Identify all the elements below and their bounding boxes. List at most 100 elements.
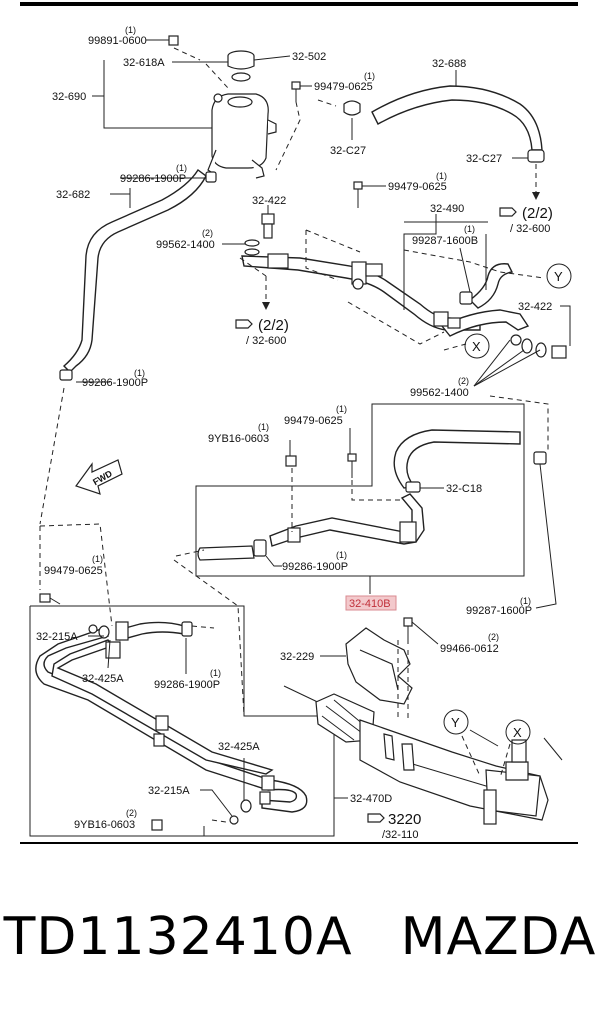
grommet-32-215A-b[interactable]: [229, 815, 239, 825]
clamp-99287-1600B[interactable]: [459, 291, 473, 305]
label-99562-1400-a: 99562-1400: [156, 239, 215, 251]
label-9YB16-0603-b: 9YB16-0603: [74, 819, 135, 831]
fitting-ends-right[interactable]: [433, 311, 461, 329]
qty-9YB16-a: (1): [258, 422, 269, 432]
label-32-688: 32-688: [432, 58, 466, 70]
pipe-32-470D-2[interactable]: [51, 639, 274, 775]
parts-diagram: (1) 99891-0600 32-618A 32-502 32-690 (1)…: [29, 25, 572, 841]
ref-circle-Y-top: [546, 263, 572, 289]
label-32-425A-a: 32-425A: [82, 673, 124, 685]
heat-insulator-32-229[interactable]: [345, 627, 413, 705]
label-32-422-b: 32-422: [518, 301, 552, 313]
label-2-2-a: (2/2): [522, 205, 553, 222]
qty-99287-b: (1): [520, 596, 531, 606]
qty-99286-b: (1): [134, 368, 145, 378]
label-99466-0612: 99466-0612: [440, 643, 499, 655]
label-99287-1600B: 99287-1600B: [412, 235, 478, 247]
qty-99466: (2): [488, 632, 499, 642]
label-32-110: /32-110: [382, 829, 419, 841]
label-2-2-b: (2/2): [258, 317, 289, 334]
bolt-99479-box[interactable]: [347, 453, 357, 478]
grommet-32-215A-a[interactable]: [88, 624, 98, 634]
label-32-470D: 32-470D: [350, 793, 392, 805]
label-99286-1900P-d: 99286-1900P: [154, 679, 220, 691]
hose-32-682[interactable]: [62, 168, 207, 373]
steering-gear[interactable]: [283, 685, 549, 825]
brand-name: MAZDA: [400, 907, 597, 967]
bolt-99479-mid[interactable]: [353, 181, 363, 208]
label-99286-1900P-a: 99286-1900P: [120, 173, 186, 185]
reservoir-tank[interactable]: [207, 93, 277, 179]
bolt-9YB16-b[interactable]: [151, 819, 163, 831]
banjo-bolt-32-422-right[interactable]: [510, 334, 567, 359]
qty-99562-a: (2): [202, 228, 213, 238]
label-32-600-b: / 32-600: [246, 335, 286, 347]
ref-circle-X-top: [464, 333, 490, 359]
clamp-99287-1600P[interactable]: [533, 451, 547, 465]
bolt-9YB16-a[interactable]: [285, 455, 297, 467]
bracket-32-410B[interactable]: [287, 521, 417, 543]
grommet-32-410B[interactable]: [197, 539, 267, 561]
hose-32-688[interactable]: [371, 85, 543, 151]
qty-99891: (1): [125, 25, 136, 35]
label-99286-1900P-c: 99286-1900P: [282, 561, 348, 573]
hose-32-490[interactable]: [468, 263, 514, 309]
banjo-bolt-32-422[interactable]: [261, 213, 275, 239]
bottom-border: [20, 842, 578, 844]
bolt-99479-top[interactable]: [291, 81, 301, 102]
bolt-99479-low[interactable]: [39, 593, 61, 605]
label-32-422-a: 32-422: [252, 195, 286, 207]
label-99479-0625-c: 99479-0625: [284, 415, 343, 427]
ref-X-top: X: [472, 339, 481, 354]
qty-99479-d: (1): [92, 554, 103, 564]
label-32-502: 32-502: [292, 51, 326, 63]
label-32-229: 32-229: [280, 651, 314, 663]
qty-99286-c: (1): [336, 550, 347, 560]
pipe-32-410B[interactable]: [269, 493, 425, 547]
qty-99479-a: (1): [364, 71, 375, 81]
highlight-box: [345, 595, 397, 611]
label-99891-0600: 99891-0600: [88, 35, 147, 47]
label-32-410B[interactable]: 32-410B: [349, 598, 391, 610]
ref-Y-low: Y: [451, 715, 460, 730]
bolt-99466[interactable]: [403, 617, 413, 644]
label-32-425A-b: 32-425A: [218, 741, 260, 753]
ref-X-low: X: [513, 725, 522, 740]
clamp-99286-upper[interactable]: [205, 171, 217, 183]
label-99286-1900P-b: 99286-1900P: [82, 377, 148, 389]
clamp-32-C27-left[interactable]: [343, 100, 361, 116]
washers-99562-a[interactable]: [244, 239, 260, 256]
part-number: TD1132410A: [3, 907, 353, 967]
ref-circle-Y-low: [443, 709, 469, 735]
clamp-99286-lower[interactable]: [59, 369, 73, 381]
part-caption: TD1132410A MAZDA: [0, 902, 600, 972]
label-32-C27-a: 32-C27: [330, 145, 366, 157]
reservoir-cap[interactable]: [227, 50, 255, 82]
hose-32-C18-assy[interactable]: [393, 429, 521, 489]
label-99287-1600P: 99287-1600P: [466, 605, 532, 617]
qty-99287-a: (1): [464, 224, 475, 234]
qty-99286-d: (1): [210, 668, 221, 678]
label-32-600-a: / 32-600: [510, 223, 550, 235]
label-99479-0625-a: 99479-0625: [314, 81, 373, 93]
label-9YB16-0603-a: 9YB16-0603: [208, 433, 269, 445]
label-32-C27-b: 32-C27: [466, 153, 502, 165]
qty-99286-a: (1): [176, 163, 187, 173]
qty-99479-b: (1): [436, 171, 447, 181]
ref-circle-X-low: [505, 719, 531, 745]
label-32-618A: 32-618A: [123, 57, 165, 69]
grommet-32-425A-b[interactable]: [240, 799, 252, 813]
clips-32-470D[interactable]: [153, 715, 275, 805]
top-border: [20, 2, 578, 6]
label-99562-1400-b: 99562-1400: [410, 387, 469, 399]
label-32-490: 32-490: [430, 203, 464, 215]
clamp-32-C18[interactable]: [405, 481, 421, 493]
return-pipe[interactable]: [440, 309, 530, 337]
label-32-215A-a: 32-215A: [36, 631, 78, 643]
pipe-fitting-a[interactable]: [267, 253, 383, 290]
clamp-32-C27-right[interactable]: [527, 149, 545, 163]
qty-99479-c: (1): [336, 404, 347, 414]
grommet-32-425A-a[interactable]: [98, 625, 110, 639]
tube-upper-32-470D[interactable]: [105, 621, 193, 659]
label-99479-0625-d: 99479-0625: [44, 565, 103, 577]
